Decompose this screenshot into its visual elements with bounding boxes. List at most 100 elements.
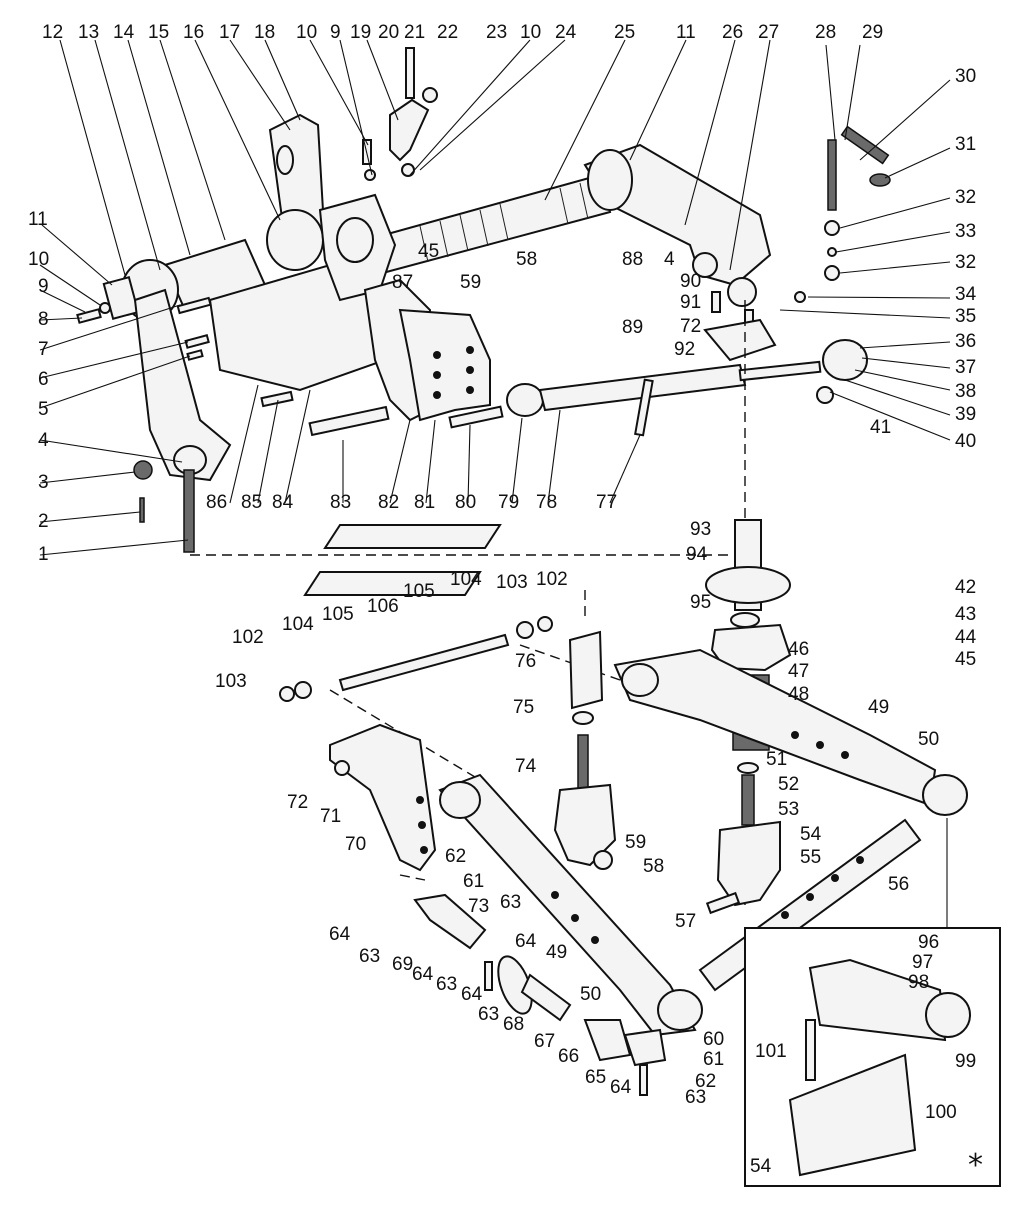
callout-43: 43 (955, 604, 976, 625)
callout-51: 51 (766, 749, 787, 770)
callout-59-top: 59 (460, 272, 481, 293)
center-spline-hub (266, 209, 324, 271)
callout-23: 23 (486, 22, 507, 43)
lower-link-assembly: * (190, 300, 1001, 1187)
bracket-64 (623, 1028, 667, 1067)
pin-83 (308, 405, 390, 437)
lower-link-holes-right (791, 731, 849, 759)
ball-end-37 (822, 339, 868, 381)
callout-100: 100 (925, 1102, 957, 1123)
callout-32-b: 32 (955, 252, 976, 273)
callout-11-left: 11 (28, 209, 48, 230)
callout-73: 73 (468, 896, 489, 917)
pin-5 (186, 349, 204, 361)
guide-dash-left (190, 300, 746, 556)
nut-104-right (516, 621, 534, 639)
nut-24 (401, 163, 415, 177)
callout-49-left: 49 (546, 942, 567, 963)
chain-41 (816, 386, 834, 404)
callout-39: 39 (955, 404, 976, 425)
callout-94: 94 (686, 544, 708, 565)
pin-80 (448, 405, 504, 429)
callout-80: 80 (455, 492, 476, 513)
callout-72-top: 72 (680, 316, 701, 337)
right-arm-joint (727, 277, 757, 307)
eye-47-right (621, 663, 659, 697)
callout-64-b: 64 (515, 931, 537, 952)
callout-60: 60 (703, 1029, 724, 1050)
washer-52 (737, 762, 759, 774)
bushing-32a (824, 220, 840, 236)
callout-104-left: 104 (282, 614, 314, 635)
top-link-handle-77 (634, 378, 654, 437)
callout-103-right: 103 (496, 572, 528, 593)
washer-10 (99, 302, 111, 314)
callout-102-right: 102 (536, 569, 568, 590)
callout-77: 77 (596, 492, 617, 513)
bracket-holes (433, 346, 474, 399)
callout-10-mid: 10 (520, 22, 541, 43)
callout-101: 101 (755, 1041, 787, 1062)
callout-9-top: 9 (330, 22, 341, 43)
top-bracket-19 (389, 98, 430, 162)
callout-2: 2 (38, 511, 49, 532)
callout-84: 84 (272, 492, 294, 513)
callout-55: 55 (800, 847, 821, 868)
callout-72-lower: 72 (287, 792, 308, 813)
pin-57 (705, 891, 741, 915)
callout-71: 71 (320, 806, 341, 827)
bolt-63-lower (639, 1064, 648, 1096)
leveling-rod-106 (338, 633, 510, 692)
inset-ball-99 (925, 992, 971, 1038)
callout-95: 95 (690, 592, 711, 613)
callout-8: 8 (38, 309, 49, 330)
callout-63-c: 63 (436, 974, 457, 995)
callout-105-left: 105 (322, 604, 354, 625)
callout-102-left: 102 (232, 627, 264, 648)
flange-94 (705, 566, 791, 604)
callout-103-left: 103 (215, 671, 247, 692)
callout-50-left: 50 (580, 984, 601, 1005)
oring-34 (794, 291, 806, 303)
callout-63-e: 63 (685, 1087, 706, 1108)
callout-81: 81 (414, 492, 435, 513)
nut-103-right (537, 616, 553, 632)
callout-4-left: 4 (38, 430, 49, 451)
callout-64-d: 64 (461, 984, 483, 1005)
callout-86: 86 (206, 492, 227, 513)
callout-37: 37 (955, 357, 976, 378)
block-92 (703, 318, 777, 362)
callout-21: 21 (404, 22, 425, 43)
callout-61-b: 61 (703, 1049, 724, 1070)
callout-3: 3 (38, 472, 49, 493)
nut-75 (572, 711, 594, 725)
callout-13: 13 (78, 22, 99, 43)
callout-64-a: 64 (329, 924, 351, 945)
callout-7: 7 (38, 339, 49, 360)
callout-46: 46 (788, 639, 809, 660)
pin-7 (176, 296, 212, 315)
callout-58-top: 58 (516, 249, 537, 270)
callout-74: 74 (515, 756, 537, 777)
turnbuckle-67 (520, 973, 572, 1022)
callout-58-lower: 58 (643, 856, 664, 877)
bushing-32b (824, 265, 840, 281)
callout-45-right: 45 (955, 649, 976, 670)
callout-56: 56 (888, 874, 909, 895)
control-lever-slot (276, 145, 294, 175)
nut-22 (422, 87, 438, 103)
callout-65: 65 (585, 1067, 606, 1088)
left-lower-link-49 (438, 773, 697, 1037)
callout-4-right: 4 (664, 249, 675, 270)
callout-93: 93 (690, 519, 711, 540)
callout-44: 44 (955, 627, 977, 648)
callout-48: 48 (788, 684, 809, 705)
callout-67: 67 (534, 1031, 555, 1052)
bracket-70-holes (416, 796, 428, 854)
callout-12: 12 (42, 22, 63, 43)
callout-22: 22 (437, 22, 458, 43)
right-arm-pin-4 (692, 252, 718, 278)
leader-lines (39, 39, 951, 556)
bolt-90 (711, 291, 721, 313)
